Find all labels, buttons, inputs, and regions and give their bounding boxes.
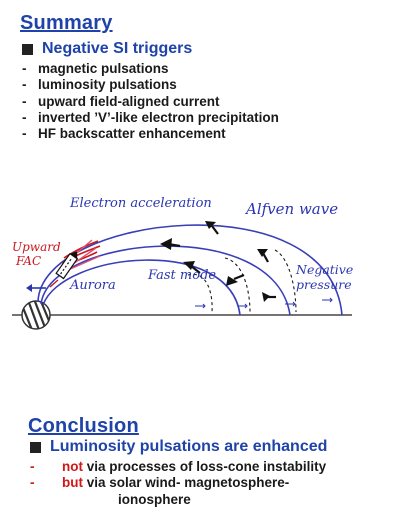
list-item: -upward field-aligned current <box>22 93 220 109</box>
inner-field-line <box>42 259 241 316</box>
aurora-label: Aurora <box>70 278 116 293</box>
summary-subtitle: Negative SI triggers <box>22 40 192 58</box>
conclusion-list: -not via processes of loss-cone instabil… <box>30 459 326 508</box>
conclusion-title: Conclusion <box>28 415 139 437</box>
list-item: -magnetic pulsations <box>22 61 169 76</box>
list-item: -luminosity pulsations <box>22 77 177 93</box>
square-bullet-icon <box>30 441 41 453</box>
negative-pressure-label: Negative pressure <box>296 262 354 292</box>
square-bullet-icon <box>22 43 33 55</box>
list-item: -inverted ’V’-like electron precipitatio… <box>22 109 279 125</box>
list-item: ionosphere <box>118 491 191 507</box>
summary-subtitle-text: Negative SI triggers <box>42 40 193 57</box>
electron-acceleration-label: Electron acceleration <box>70 196 212 211</box>
outer-field-line <box>37 224 343 316</box>
conclusion-subtitle: Luminosity pulsations are enhanced <box>30 438 327 456</box>
list-item: -HF backscatter enhancement <box>22 126 226 142</box>
conclusion-subtitle-text: Luminosity pulsations are enhanced <box>50 438 328 455</box>
list-item: -not via processes of loss-cone instabil… <box>30 459 327 474</box>
upward-fac-label: Upward FAC <box>12 240 61 268</box>
arrow-icon <box>257 249 268 257</box>
arrow-icon <box>160 238 172 250</box>
summary-list: -magnetic pulsations -luminosity pulsati… <box>22 61 279 142</box>
fast-mode-label: Fast mode <box>148 268 217 283</box>
arrow-icon <box>226 276 238 286</box>
summary-title: Summary <box>20 12 113 34</box>
alfven-wave-label: Alfven wave <box>246 200 339 218</box>
magnetosphere-diagram <box>12 221 352 330</box>
list-item: -but via solar wind- magnetosphere- <box>30 475 290 491</box>
arrow-icon <box>205 221 216 229</box>
middle-field-line <box>40 245 291 316</box>
